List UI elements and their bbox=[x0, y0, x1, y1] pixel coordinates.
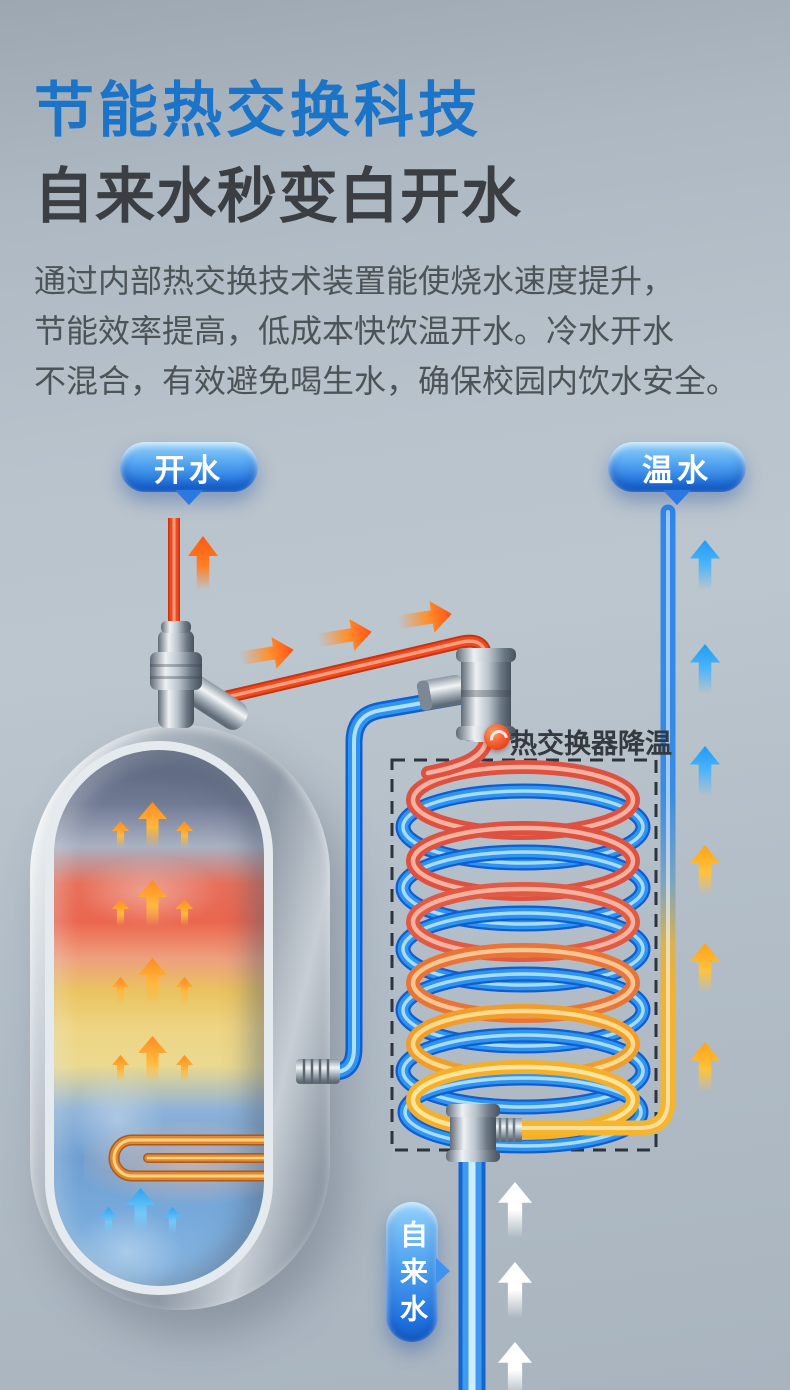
heat-exchanger-coil bbox=[395, 728, 651, 1154]
up-arrow-icon bbox=[112, 821, 129, 848]
up-arrow-icon bbox=[138, 802, 167, 848]
up-arrow-icon bbox=[126, 1188, 155, 1234]
up-arrow-icon bbox=[100, 1207, 117, 1234]
warm-water-pipe bbox=[490, 504, 676, 1136]
description-line-2: 节能效率提高，低成本快饮温开水。冷水开水 bbox=[34, 313, 675, 349]
heat-rise-arrows-icon bbox=[112, 802, 193, 848]
up-arrow-icon bbox=[690, 845, 720, 895]
up-arrow-icon bbox=[188, 536, 218, 590]
right-arrow-icon bbox=[396, 598, 454, 638]
up-arrow-icon bbox=[498, 1262, 532, 1318]
tap-water-label-pill: 自来水 bbox=[386, 1202, 438, 1342]
up-arrow-icon bbox=[498, 1182, 532, 1238]
up-arrow-icon bbox=[138, 1036, 167, 1082]
up-arrow-icon bbox=[112, 899, 129, 926]
up-arrow-icon bbox=[690, 746, 720, 796]
cold-rise-arrows-icon bbox=[100, 1188, 181, 1234]
water-tank-cutaway bbox=[45, 741, 273, 1295]
warm-water-label-pill: 温水 bbox=[608, 442, 746, 492]
up-arrow-icon bbox=[112, 977, 129, 1004]
up-arrow-icon bbox=[164, 1207, 181, 1234]
boiling-water-label-pill: 开水 bbox=[120, 442, 258, 492]
description-line-3: 不混合，有效避免喝生水，确保校园内饮水安全。 bbox=[34, 363, 739, 399]
steam-mist bbox=[54, 820, 264, 940]
heat-rise-arrows-icon bbox=[112, 880, 193, 926]
right-arrow-icon bbox=[238, 634, 296, 674]
up-arrow-icon bbox=[138, 880, 167, 926]
up-arrow-icon bbox=[690, 1042, 720, 1092]
warm-water-label: 温水 bbox=[642, 452, 712, 488]
up-arrow-icon bbox=[690, 943, 720, 993]
description: 通过内部热交换技术装置能使烧水速度提升， 节能效率提高，低成本快饮温开水。冷水开… bbox=[34, 256, 774, 406]
heat-exchanger-dashed-box bbox=[390, 758, 658, 1152]
up-arrow-icon bbox=[138, 958, 167, 1004]
heat-rise-arrows-icon bbox=[112, 958, 193, 1004]
tank-top-valve bbox=[150, 621, 248, 730]
heat-icon bbox=[484, 724, 510, 750]
heat-exchanger-note: 热交换器降温 bbox=[510, 729, 672, 759]
up-arrow-icon bbox=[176, 977, 193, 1004]
cold-water-pipe bbox=[307, 687, 471, 1081]
heading-primary: 节能热交换科技 bbox=[34, 77, 482, 144]
up-arrow-icon bbox=[176, 1055, 193, 1082]
up-arrow-icon bbox=[176, 899, 193, 926]
heading-secondary: 自来水秒变白开水 bbox=[34, 163, 522, 230]
up-arrow-icon bbox=[498, 1342, 532, 1390]
right-arrow-icon bbox=[316, 616, 374, 656]
heat-rise-arrows-icon bbox=[112, 1036, 193, 1082]
description-line-1: 通过内部热交换技术装置能使烧水速度提升， bbox=[34, 263, 675, 299]
up-arrow-icon bbox=[112, 1055, 129, 1082]
heating-element-icon bbox=[84, 1122, 264, 1206]
up-arrow-icon bbox=[690, 644, 720, 694]
up-arrow-icon bbox=[176, 821, 193, 848]
boiling-water-label: 开水 bbox=[154, 452, 224, 488]
up-arrow-icon bbox=[690, 540, 720, 590]
exchanger-bottom-valve bbox=[446, 1104, 522, 1162]
